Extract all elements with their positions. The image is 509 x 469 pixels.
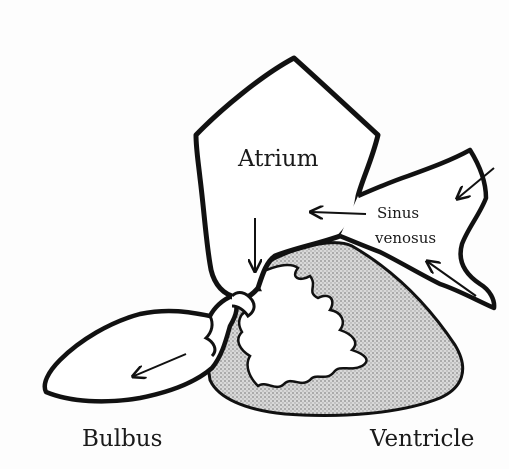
atrium-label: Atrium — [238, 146, 318, 172]
ventricle-label: Ventricle — [370, 426, 474, 452]
bulbus-outline — [45, 296, 237, 401]
bulbus-label: Bulbus — [82, 426, 162, 452]
sinus-venosus-label-line2: venosus — [375, 229, 436, 247]
sinus-venosus-label-line1: Sinus — [377, 204, 419, 222]
